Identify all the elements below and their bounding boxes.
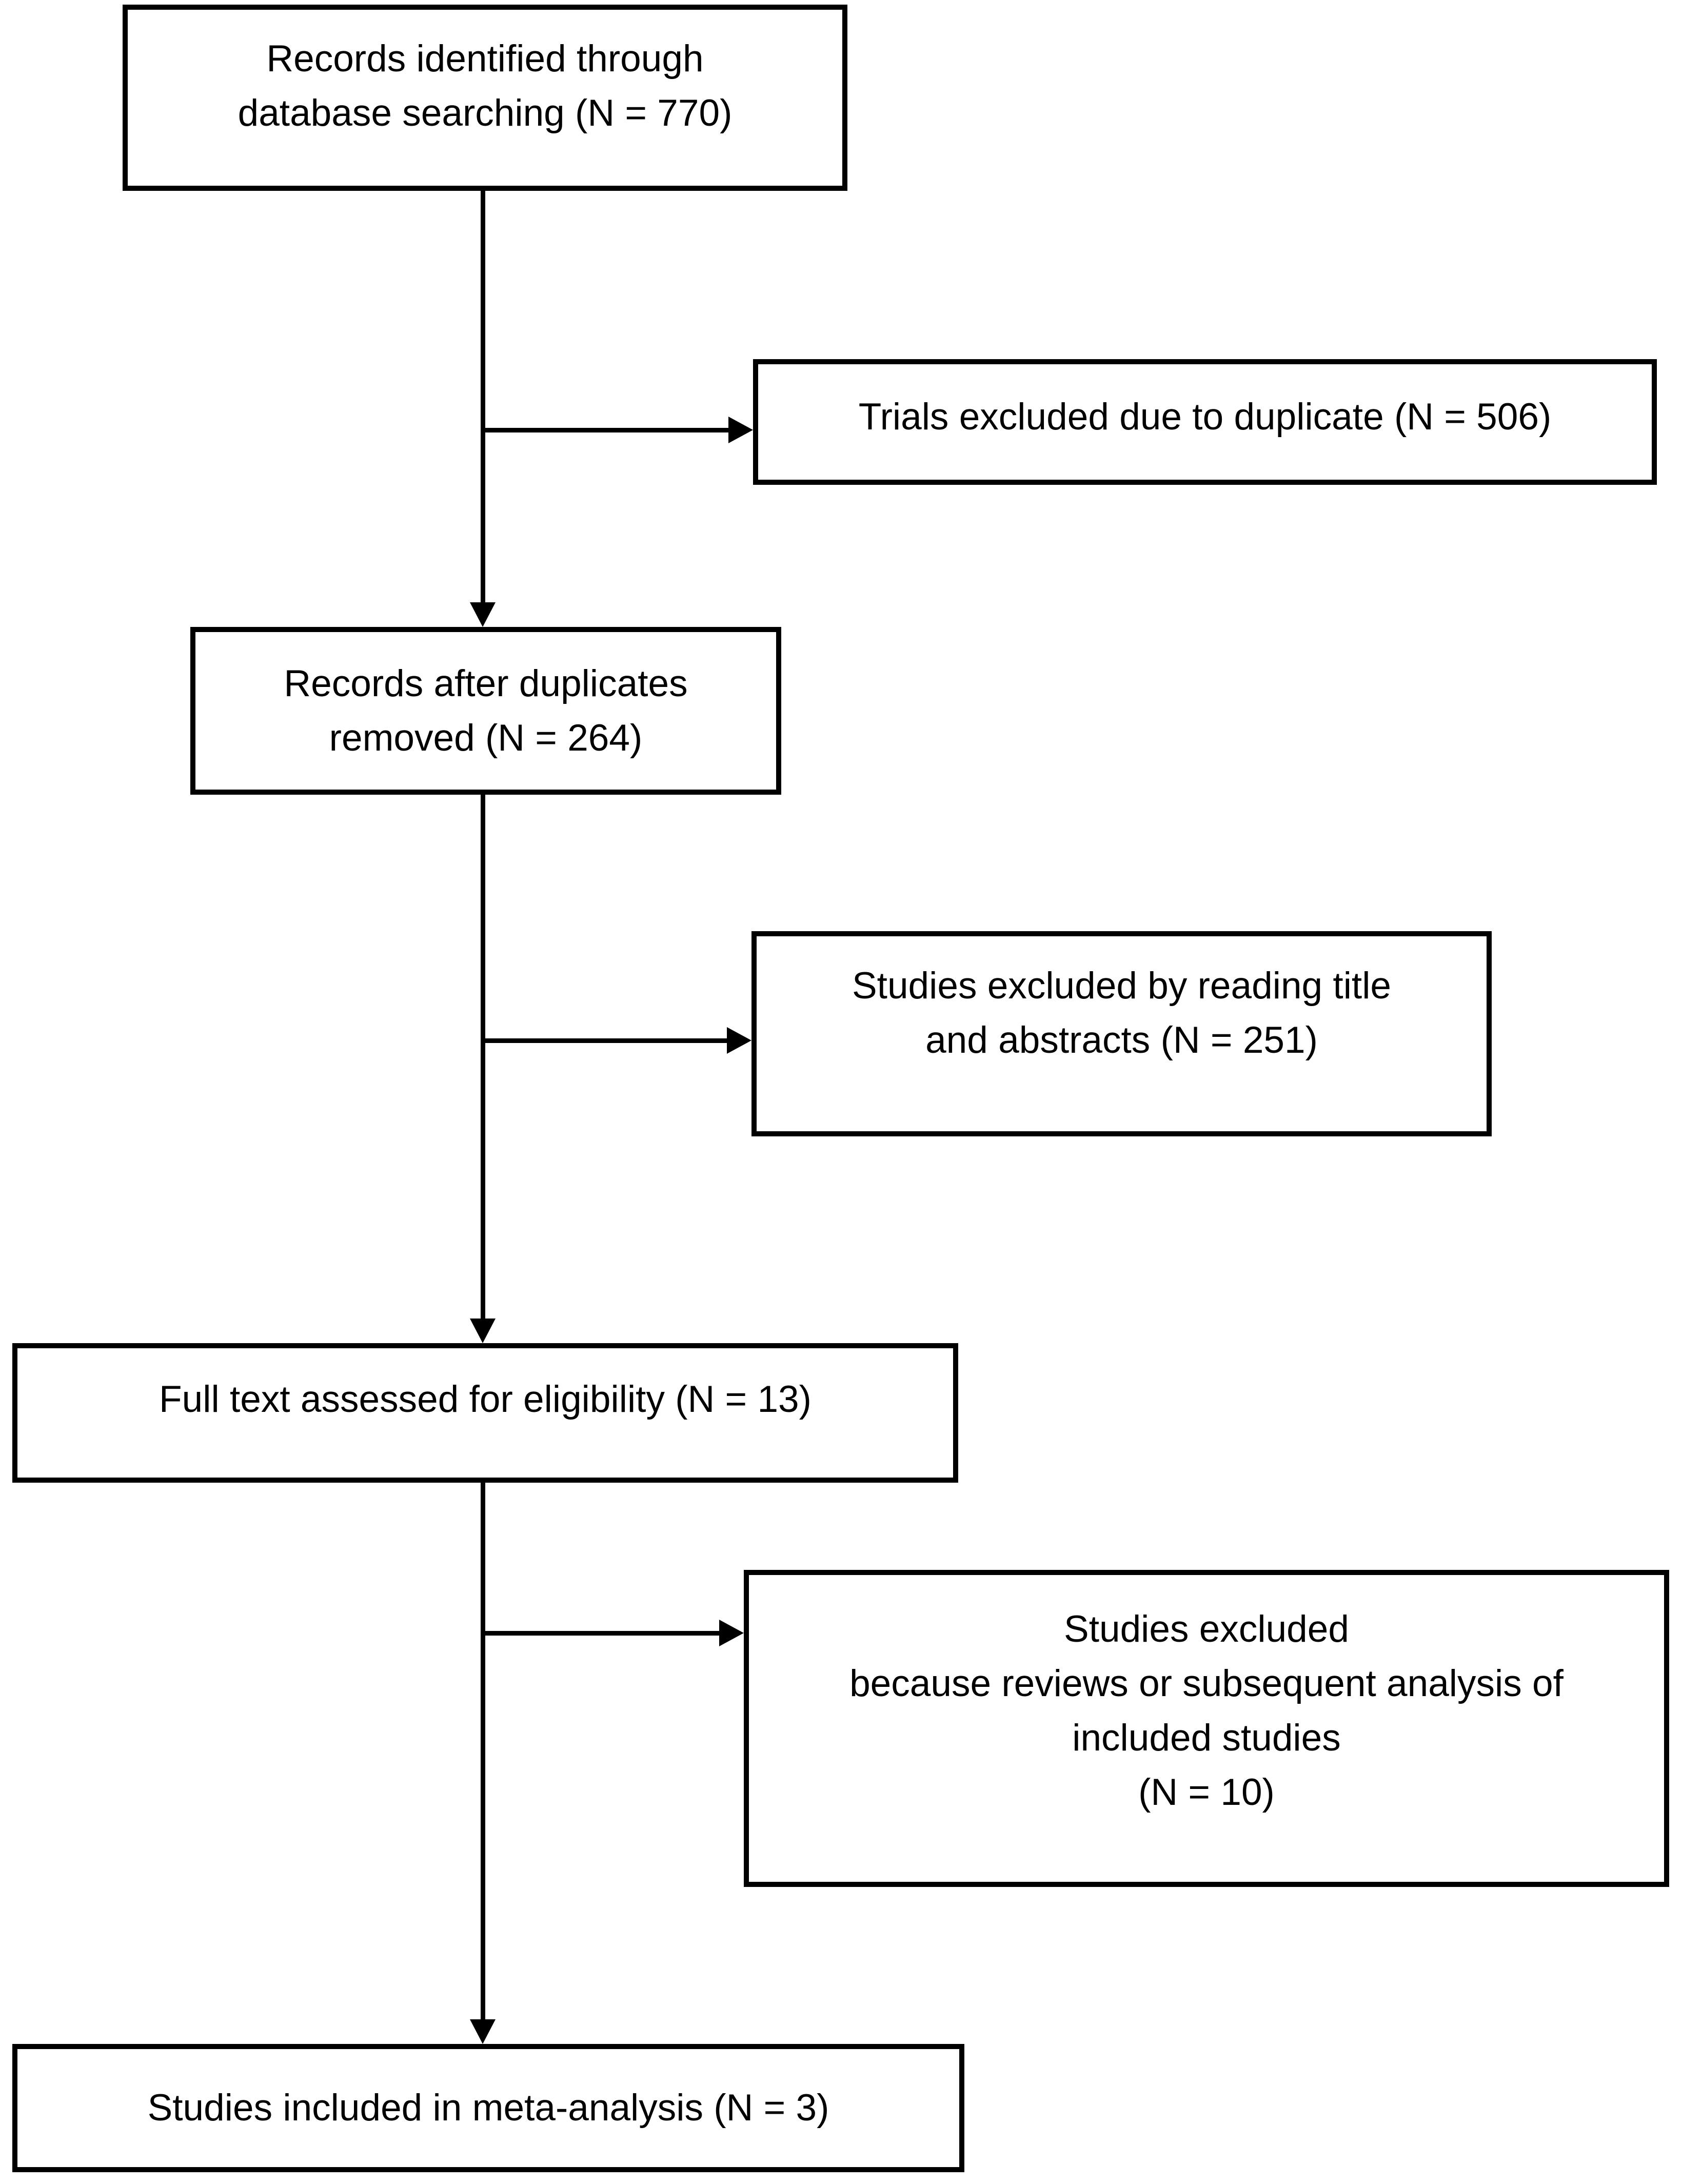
node-label-line: removed (N = 264) (329, 717, 643, 759)
arrow-shaft (481, 1483, 485, 2019)
node-label-line: Full text assessed for eligibility (N = … (159, 1379, 812, 1420)
node-label-line: (N = 10) (1138, 1772, 1275, 1813)
node-label-line: because reviews or subsequent analysis o… (849, 1663, 1564, 1704)
arrow-head-down-icon (470, 1319, 496, 1343)
node-label-line: and abstracts (N = 251) (925, 1019, 1318, 1061)
node-label-line: database searching (N = 770) (238, 92, 733, 134)
node-label-line: Trials excluded due to duplicate (N = 50… (858, 396, 1552, 438)
node-label-line: Studies excluded by reading title (852, 965, 1392, 1007)
node-studies-excluded-title-abstract: Studies excluded by reading title and ab… (751, 931, 1492, 1136)
arrow-shaft (481, 1038, 727, 1043)
arrow-shaft (481, 795, 485, 1319)
arrow-head-right-icon (719, 1620, 744, 1646)
node-label-line: Studies included in meta-analysis (N = 3… (147, 2087, 829, 2129)
node-records-identified: Records identified through database sear… (123, 5, 847, 191)
arrow-shaft (481, 428, 728, 432)
node-label-line: Records after duplicates (284, 662, 688, 704)
node-label-line: Records identified through (266, 37, 704, 80)
arrow-head-down-icon (470, 2019, 496, 2044)
arrow-head-down-icon (470, 602, 496, 627)
node-trials-excluded-duplicate: Trials excluded due to duplicate (N = 50… (753, 359, 1657, 485)
node-studies-included-meta-analysis: Studies included in meta-analysis (N = 3… (12, 2044, 964, 2172)
node-studies-excluded-reviews: Studies excluded because reviews or subs… (744, 1570, 1669, 1887)
node-label-line: included studies (1072, 1717, 1341, 1759)
arrow-shaft (481, 191, 485, 602)
node-full-text-assessed: Full text assessed for eligibility (N = … (12, 1343, 958, 1483)
node-records-after-duplicates: Records after duplicates removed (N = 26… (190, 627, 781, 795)
arrow-shaft (481, 1631, 719, 1636)
arrow-head-right-icon (728, 417, 753, 443)
node-label-line: Studies excluded (1064, 1608, 1349, 1650)
arrow-head-right-icon (727, 1027, 751, 1054)
